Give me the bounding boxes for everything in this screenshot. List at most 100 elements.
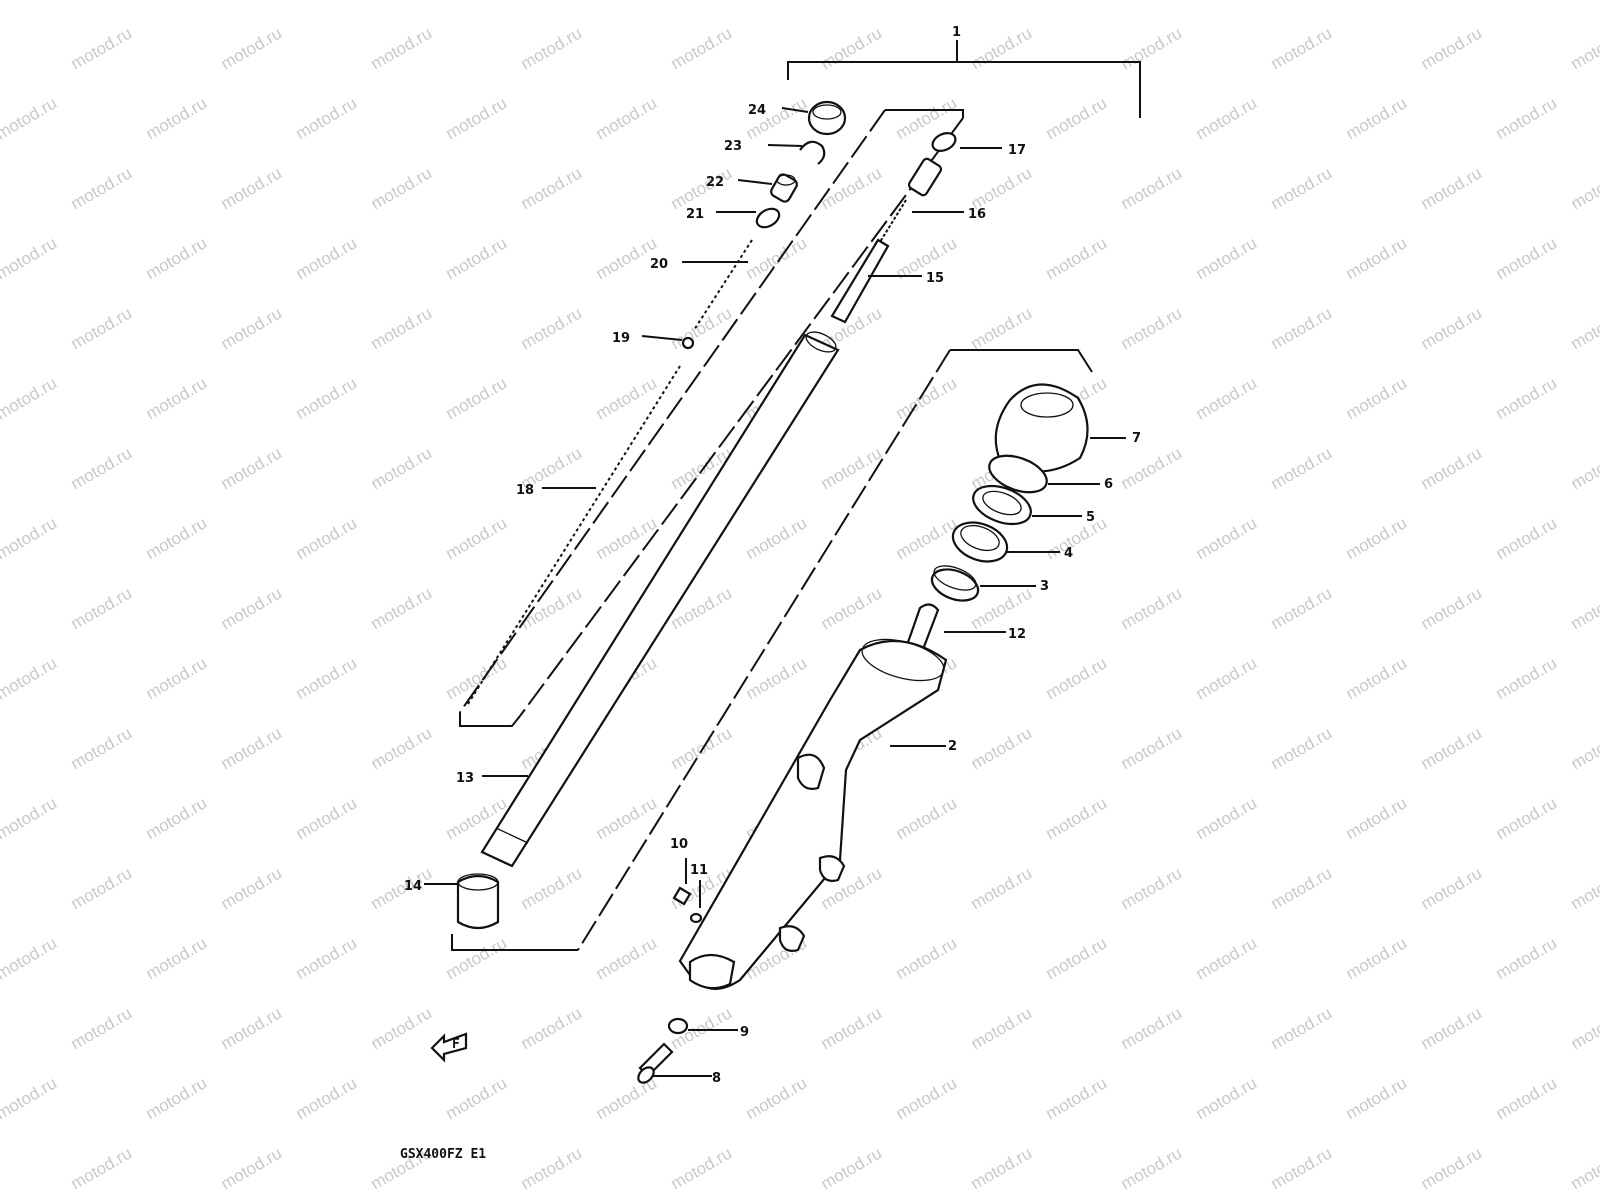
watermark-text: motod.ru	[1118, 1143, 1186, 1193]
label-part-8: 8	[712, 1071, 721, 1086]
watermark-text: motod.ru	[743, 513, 811, 563]
watermark-text: motod.ru	[743, 653, 811, 703]
watermark-text: motod.ru	[593, 0, 661, 3]
watermark-text: motod.ru	[593, 793, 661, 843]
label-part-12: 12	[1008, 627, 1026, 642]
watermark-text: motod.ru	[0, 793, 60, 843]
watermark-text: motod.ru	[218, 723, 286, 773]
label-part-6: 6	[1104, 477, 1113, 492]
watermark-text: motod.ru	[1568, 723, 1600, 773]
watermark-text: motod.ru	[1343, 373, 1411, 423]
label-part-18: 18	[516, 483, 534, 498]
watermark-text: motod.ru	[218, 23, 286, 73]
watermark-text: motod.ru	[293, 793, 361, 843]
watermark-text: motod.ru	[218, 443, 286, 493]
watermark-text: motod.ru	[1343, 1073, 1411, 1123]
watermark-text: motod.ru	[1193, 793, 1261, 843]
label-part-22: 22	[706, 175, 724, 190]
watermark-text: motod.ru	[0, 373, 60, 423]
spring-washer	[681, 336, 695, 350]
watermark-text: motod.ru	[1268, 583, 1336, 633]
watermark-text: motod.ru	[1418, 723, 1486, 773]
label-part-7: 7	[1132, 431, 1141, 446]
label-part-17: 17	[1008, 143, 1026, 158]
watermark-text: motod.ru	[68, 863, 136, 913]
watermark-text: motod.ru	[1043, 653, 1111, 703]
watermark-text: motod.ru	[293, 1073, 361, 1123]
label-part-21: 21	[686, 207, 704, 222]
watermark-text: motod.ru	[668, 23, 736, 73]
watermark-text: motod.ru	[1118, 863, 1186, 913]
label-part-3: 3	[1040, 579, 1049, 594]
watermark-text: motod.ru	[518, 1003, 586, 1053]
watermark-text: motod.ru	[593, 373, 661, 423]
watermark-text: motod.ru	[1568, 583, 1600, 633]
watermark-text: motod.ru	[368, 23, 436, 73]
label-part-19: 19	[612, 331, 630, 346]
watermark-text: motod.ru	[1268, 163, 1336, 213]
watermark-text: motod.ru	[368, 583, 436, 633]
watermark-text: motod.ru	[443, 373, 511, 423]
watermark-text: motod.ru	[1568, 163, 1600, 213]
watermark-text: motod.ru	[68, 303, 136, 353]
watermark-text: motod.ru	[1268, 1143, 1336, 1193]
watermark-text: motod.ru	[1418, 583, 1486, 633]
watermark-text: motod.ru	[1568, 1143, 1600, 1193]
watermark-text: motod.ru	[1568, 303, 1600, 353]
watermark-text: motod.ru	[1493, 373, 1561, 423]
watermark-text: motod.ru	[293, 93, 361, 143]
watermark-text: motod.ru	[143, 0, 211, 3]
watermark-text: motod.ru	[0, 0, 60, 3]
watermark-text: motod.ru	[518, 863, 586, 913]
watermark-text: motod.ru	[1043, 0, 1111, 3]
o-ring	[755, 207, 781, 229]
watermark-text: motod.ru	[893, 793, 961, 843]
watermark-text: motod.ru	[968, 1143, 1036, 1193]
watermark-text: motod.ru	[668, 303, 736, 353]
label-part-9: 9	[740, 1025, 749, 1040]
watermark-text: motod.ru	[443, 653, 511, 703]
watermark-text: motod.ru	[218, 303, 286, 353]
watermark-text: motod.ru	[818, 1003, 886, 1053]
watermark-text: motod.ru	[218, 1003, 286, 1053]
watermark-text: motod.ru	[818, 443, 886, 493]
label-assembly: 1	[952, 25, 961, 40]
watermark-text: motod.ru	[968, 1003, 1036, 1053]
watermark-text: motod.ru	[1043, 93, 1111, 143]
outer-tube	[678, 638, 948, 990]
watermark-text: motod.ru	[518, 23, 586, 73]
watermark-text: motod.ru	[743, 233, 811, 283]
watermark-text: motod.ru	[1043, 793, 1111, 843]
watermark-text: motod.ru	[0, 93, 60, 143]
leader-lines	[424, 107, 1126, 1077]
watermark-text: motod.ru	[1118, 723, 1186, 773]
watermark-text: motod.ru	[1268, 303, 1336, 353]
watermark-text: motod.ru	[443, 0, 511, 3]
damper-rod-bolt	[637, 1042, 674, 1084]
slide-bushing	[456, 873, 500, 930]
watermark-text: motod.ru	[743, 1073, 811, 1123]
label-part-13: 13	[456, 771, 474, 786]
watermark-text: motod.ru	[1493, 1073, 1561, 1123]
watermark-text: motod.ru	[1268, 723, 1336, 773]
watermark-text: motod.ru	[218, 1143, 286, 1193]
front-arrow-letter: F	[452, 1037, 460, 1052]
fork-cap-bolt	[807, 100, 847, 136]
watermark-text: motod.ru	[143, 793, 211, 843]
watermark-text: motod.ru	[1193, 933, 1261, 983]
inner-tube-group-outline	[459, 109, 964, 727]
watermark-text: motod.ru	[1568, 443, 1600, 493]
watermark-text: motod.ru	[1268, 863, 1336, 913]
watermark-text: motod.ru	[818, 1143, 886, 1193]
dust-seal-boot	[994, 383, 1089, 473]
watermark-text: motod.ru	[443, 1073, 511, 1123]
watermark-text: motod.ru	[443, 513, 511, 563]
outer-tube-group-outline	[451, 349, 1093, 951]
air-bleed-screw	[672, 886, 703, 924]
watermark-text: motod.ru	[1493, 653, 1561, 703]
watermark-text: motod.ru	[968, 303, 1036, 353]
watermark-text: motod.ru	[1118, 1003, 1186, 1053]
watermark-text: motod.ru	[68, 583, 136, 633]
watermark-text: motod.ru	[293, 373, 361, 423]
